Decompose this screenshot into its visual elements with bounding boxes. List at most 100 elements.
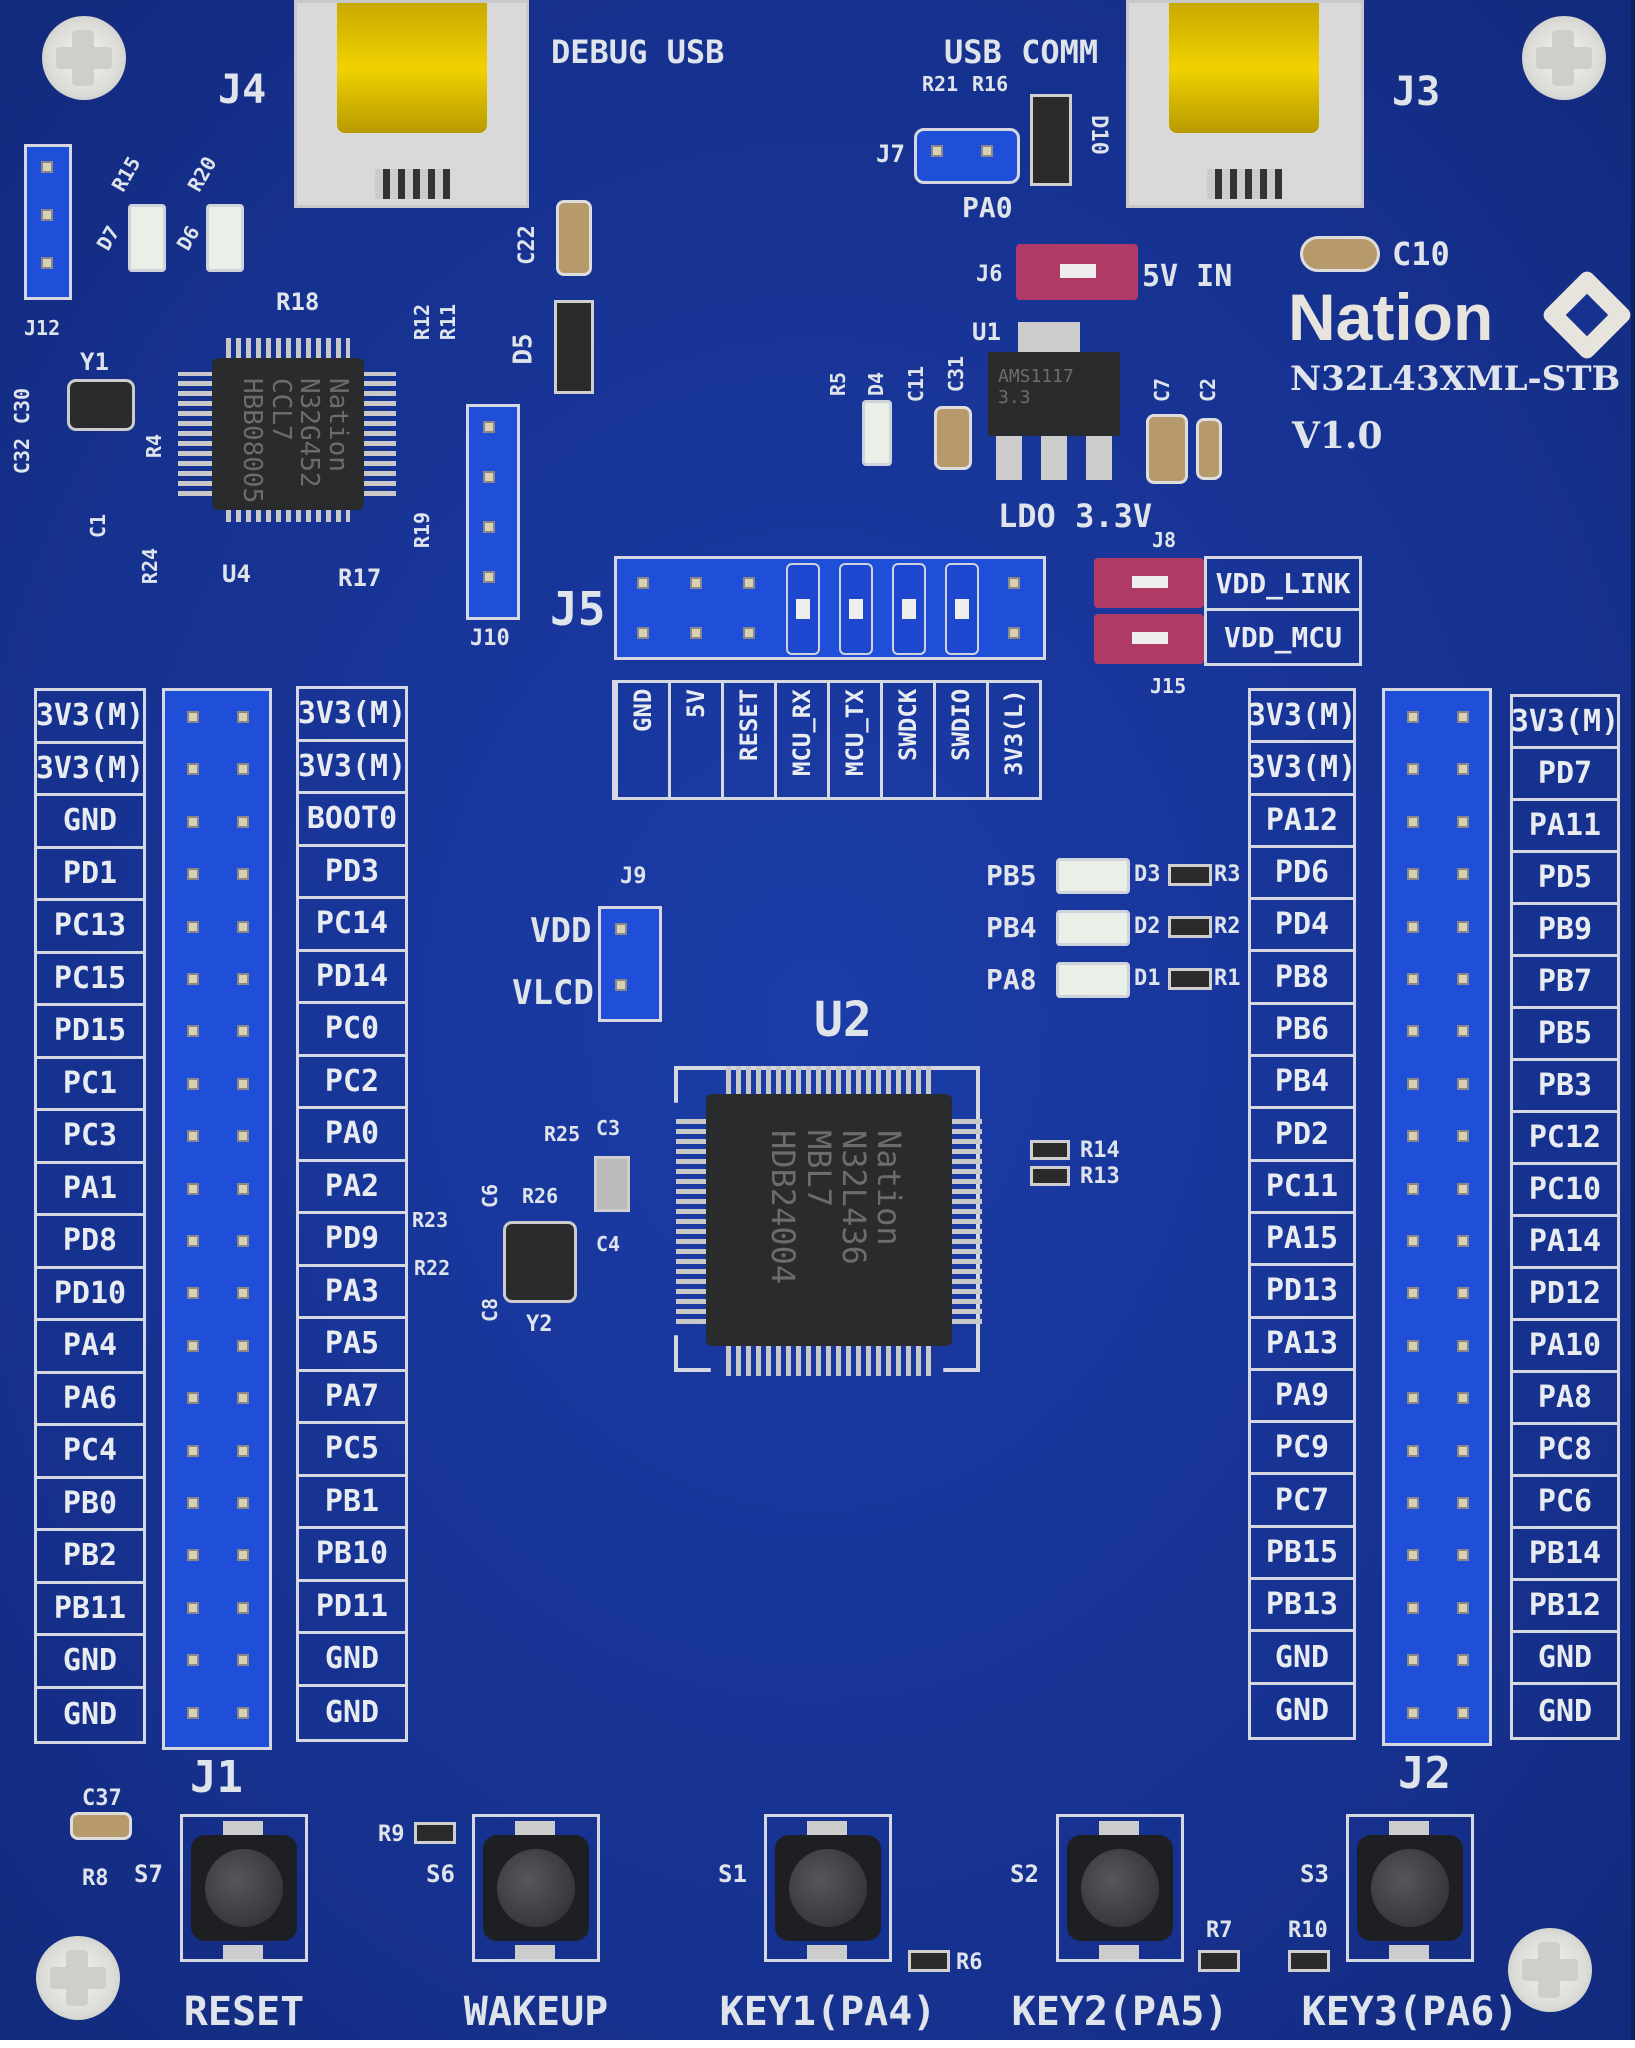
button-wakeup[interactable] <box>472 1814 600 1962</box>
button-body <box>1067 1835 1173 1941</box>
led-resistor <box>1168 864 1212 886</box>
header-pin <box>615 923 627 935</box>
d6-label: D6 <box>171 221 205 255</box>
j10-header[interactable] <box>466 404 520 620</box>
header-pin <box>1407 1549 1419 1562</box>
pin-label: PA14 <box>1513 1217 1617 1269</box>
pin-label: PD14 <box>299 952 405 1004</box>
header-pin <box>1407 815 1419 828</box>
pin-label: 3V3(M) <box>1248 743 1356 796</box>
led-resistor-label: R2 <box>1214 914 1241 939</box>
jumper-contact <box>955 599 969 619</box>
d5-diode <box>554 300 594 394</box>
pin-label: PB0 <box>37 1479 143 1531</box>
pin-label: GND <box>1537 1693 1593 1729</box>
header-pin <box>1457 1339 1469 1352</box>
j2-pin-header[interactable] <box>1382 688 1492 1746</box>
r23-label: R23 <box>412 1208 449 1232</box>
5v-in-label: 5V IN <box>1142 259 1233 294</box>
debug-usb-connector[interactable] <box>294 0 529 208</box>
header-pin <box>637 577 649 589</box>
comm-usb-connector[interactable] <box>1126 0 1364 208</box>
header-pin <box>187 868 199 881</box>
pin-label: GND <box>1274 1693 1330 1729</box>
led-resistor <box>1168 968 1212 990</box>
button-key3pa6[interactable] <box>1346 1814 1474 1962</box>
y2-label: Y2 <box>526 1312 553 1337</box>
pin-label: GND <box>1513 1633 1617 1685</box>
j1-label: J1 <box>190 1752 243 1803</box>
led-resistor-label: R1 <box>1214 966 1241 991</box>
pin-label: PC9 <box>1251 1423 1353 1476</box>
y1-label: Y1 <box>80 348 109 376</box>
button-key2pa5[interactable] <box>1056 1814 1184 1962</box>
header-pin <box>1407 1392 1419 1405</box>
button-cap <box>1081 1849 1159 1927</box>
pin-label: PD12 <box>1513 1269 1617 1321</box>
header-pin <box>1457 1706 1469 1719</box>
header-pin <box>1407 1654 1419 1667</box>
pin-label: PB1 <box>299 1477 405 1529</box>
c2-capacitor <box>1196 418 1222 480</box>
u4-label: U4 <box>222 560 251 588</box>
header-pin <box>237 973 249 985</box>
button-terminal <box>1099 1821 1139 1835</box>
r7-resistor <box>1198 1950 1240 1972</box>
button-body <box>191 1835 297 1941</box>
j5-pin-label: MCU_TX <box>827 683 880 797</box>
pin-label: PB2 <box>37 1531 143 1584</box>
r10-resistor <box>1288 1950 1330 1972</box>
header-pin <box>1457 711 1469 723</box>
pin-label: 3V3(M) <box>1511 697 1619 749</box>
button-key1pa4[interactable] <box>764 1814 892 1962</box>
j9-header[interactable] <box>598 906 662 1022</box>
pin-label: PD4 <box>1251 900 1353 953</box>
j8-jumper[interactable] <box>1094 558 1204 608</box>
header-pin <box>237 1549 249 1562</box>
button-terminal <box>807 1945 847 1959</box>
header-pin <box>187 1497 199 1509</box>
pin-label: PC15 <box>37 954 143 1006</box>
r5-label: R5 <box>826 371 851 397</box>
j2-label: J2 <box>1398 1748 1451 1799</box>
header-pin <box>41 209 53 221</box>
pin-label: PA2 <box>299 1162 405 1214</box>
r21-label: R21 <box>922 72 959 96</box>
header-pin <box>1457 1654 1469 1667</box>
j5-jumper-cap[interactable] <box>892 563 926 655</box>
button-ref-label: S6 <box>426 1860 455 1888</box>
header-pin <box>1457 1549 1469 1562</box>
header-pin <box>237 1130 249 1143</box>
mounting-hole-bottom-right <box>1508 1928 1592 2012</box>
header-pin <box>41 257 53 269</box>
header-pin <box>187 1025 199 1038</box>
j5-pin-label: 3V3(L) <box>986 683 1039 797</box>
c6-label: C6 <box>478 1183 503 1209</box>
header-pin <box>187 711 199 723</box>
j12-header[interactable] <box>24 144 72 300</box>
button-reset[interactable] <box>180 1814 308 1962</box>
j5-jumper-cap[interactable] <box>786 563 820 655</box>
debug-usb-label: DEBUG USB <box>551 33 725 71</box>
j5-jumper-cap[interactable] <box>945 563 979 655</box>
c32-label: C32 <box>10 437 35 475</box>
j5-header[interactable] <box>614 556 1046 660</box>
pin-label: PA6 <box>37 1374 143 1426</box>
r6-label: R6 <box>956 1950 983 1975</box>
pin-label: GND <box>37 796 143 849</box>
header-pin <box>187 1130 199 1143</box>
u1-marking: AMS1117 3.3 <box>998 366 1074 408</box>
pin-label: GND <box>62 1697 118 1733</box>
j6-power-jumper[interactable] <box>1016 244 1138 300</box>
j5-pin-label: GND <box>615 683 668 797</box>
pin-label: PB11 <box>37 1584 143 1636</box>
j15-label: J15 <box>1150 674 1187 698</box>
j5-jumper-cap[interactable] <box>839 563 873 655</box>
j15-jumper[interactable] <box>1094 614 1204 664</box>
r16-label: R16 <box>972 72 1009 96</box>
header-pin <box>1407 1130 1419 1143</box>
header-pin <box>1457 868 1469 881</box>
j1-pin-header[interactable] <box>162 688 272 1750</box>
j7-jumper-header[interactable] <box>914 128 1020 184</box>
header-pin <box>690 627 702 639</box>
